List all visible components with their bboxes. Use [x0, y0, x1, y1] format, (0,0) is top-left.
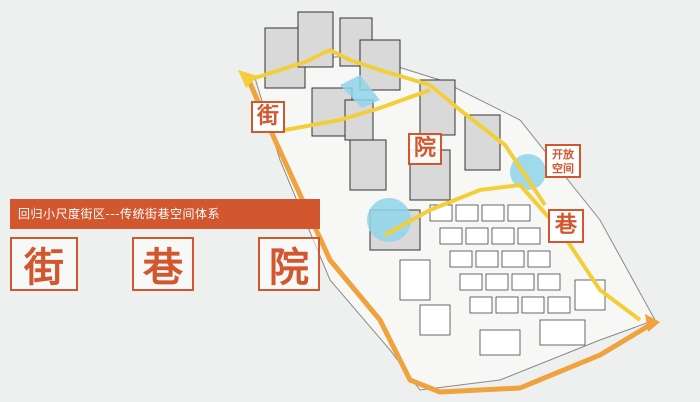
lane-routes [254, 48, 642, 322]
street-route [243, 72, 652, 395]
character-row: 街 巷 院 [10, 237, 320, 291]
character-street: 街 [10, 237, 78, 291]
character-courtyard: 院 [258, 237, 320, 291]
map-label-street: 街 [251, 101, 285, 133]
map-label-courtyard: 院 [408, 133, 442, 165]
open-space-line2: 空间 [552, 162, 574, 175]
character-lane: 巷 [132, 237, 194, 291]
open-space-line1: 开放 [552, 148, 574, 161]
map-label-open-space: 开放 空间 [545, 144, 581, 178]
street-arrow-end-icon [645, 314, 660, 332]
subtitle-bar: 回归小尺度街区---传统街巷空间体系 [10, 199, 320, 229]
map-label-lane: 巷 [548, 209, 584, 243]
street-arrow-start-icon [238, 70, 258, 88]
